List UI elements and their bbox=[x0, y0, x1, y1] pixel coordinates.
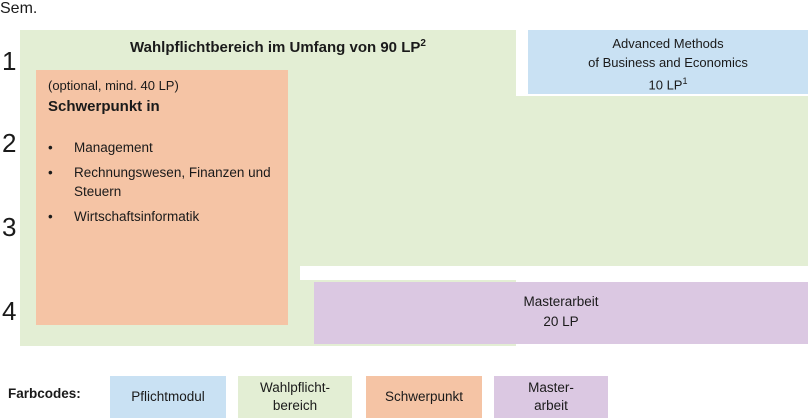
schwerpunkt-item-wirtschaftsinformatik: • Wirtschaftsinformatik bbox=[48, 207, 278, 226]
advanced-methods-credits: 10 LP1 bbox=[528, 72, 808, 94]
schwerpunkt-title: Schwerpunkt in bbox=[48, 98, 160, 115]
schwerpunkt-item-label: Management bbox=[74, 140, 153, 155]
legend-item-pflichtmodul: Pflichtmodul bbox=[110, 376, 226, 418]
advanced-methods-line1: Advanced Methods bbox=[612, 36, 724, 51]
legend-item-schwerpunkt: Schwerpunkt bbox=[366, 376, 482, 418]
masterarbeit-credits: 20 LP bbox=[543, 314, 579, 329]
semester-axis-label: Sem. bbox=[0, 0, 38, 17]
semester-4-label: 4 bbox=[2, 296, 17, 326]
masterarbeit-box: Masterarbeit 20 LP bbox=[314, 282, 808, 344]
masterarbeit-title: Masterarbeit bbox=[523, 294, 599, 309]
semester-2-label: 2 bbox=[2, 128, 17, 158]
legend-item-masterarbeit: Master- arbeit bbox=[494, 376, 608, 418]
schwerpunkt-item-label: Wirtschaftsinformatik bbox=[74, 209, 200, 224]
advanced-methods-box: Advanced Methods of Business and Economi… bbox=[528, 30, 808, 94]
advanced-methods-credits-text: 10 LP bbox=[648, 77, 683, 93]
wahlpflicht-title: Wahlpflichtbereich im Umfang von 90 LP2 bbox=[48, 38, 508, 56]
wahlpflicht-region-gap bbox=[300, 266, 312, 346]
legend-label: Farbcodes: bbox=[8, 386, 81, 401]
wahlpflicht-title-text: Wahlpflichtbereich im Umfang von 90 LP bbox=[130, 39, 421, 56]
wahlpflicht-region-right bbox=[516, 96, 808, 266]
bullet-icon: • bbox=[48, 209, 53, 224]
schwerpunkt-optional-note: (optional, mind. 40 LP) bbox=[48, 78, 179, 93]
advanced-methods-line2: of Business and Economics bbox=[588, 55, 748, 70]
legend-item-wahlpflichtbereich: Wahlpflicht- bereich bbox=[238, 376, 352, 418]
schwerpunkt-item-management: • Management bbox=[48, 138, 278, 157]
wahlpflicht-title-footnote: 2 bbox=[420, 38, 426, 49]
schwerpunkt-list: • Management • Rechnungswesen, Finanzen … bbox=[48, 138, 278, 232]
wahlpflicht-notch bbox=[300, 266, 808, 280]
semester-3-label: 3 bbox=[2, 212, 17, 242]
semester-1-label: 1 bbox=[2, 46, 17, 76]
schwerpunkt-box: (optional, mind. 40 LP) Schwerpunkt in •… bbox=[36, 70, 288, 325]
schwerpunkt-item-label: Rechnungswesen, Finanzen und Steuern bbox=[74, 165, 271, 199]
advanced-methods-footnote: 1 bbox=[682, 76, 688, 86]
bullet-icon: • bbox=[48, 165, 53, 180]
schwerpunkt-item-rechnungswesen: • Rechnungswesen, Finanzen und Steuern bbox=[48, 163, 278, 201]
bullet-icon: • bbox=[48, 140, 53, 155]
